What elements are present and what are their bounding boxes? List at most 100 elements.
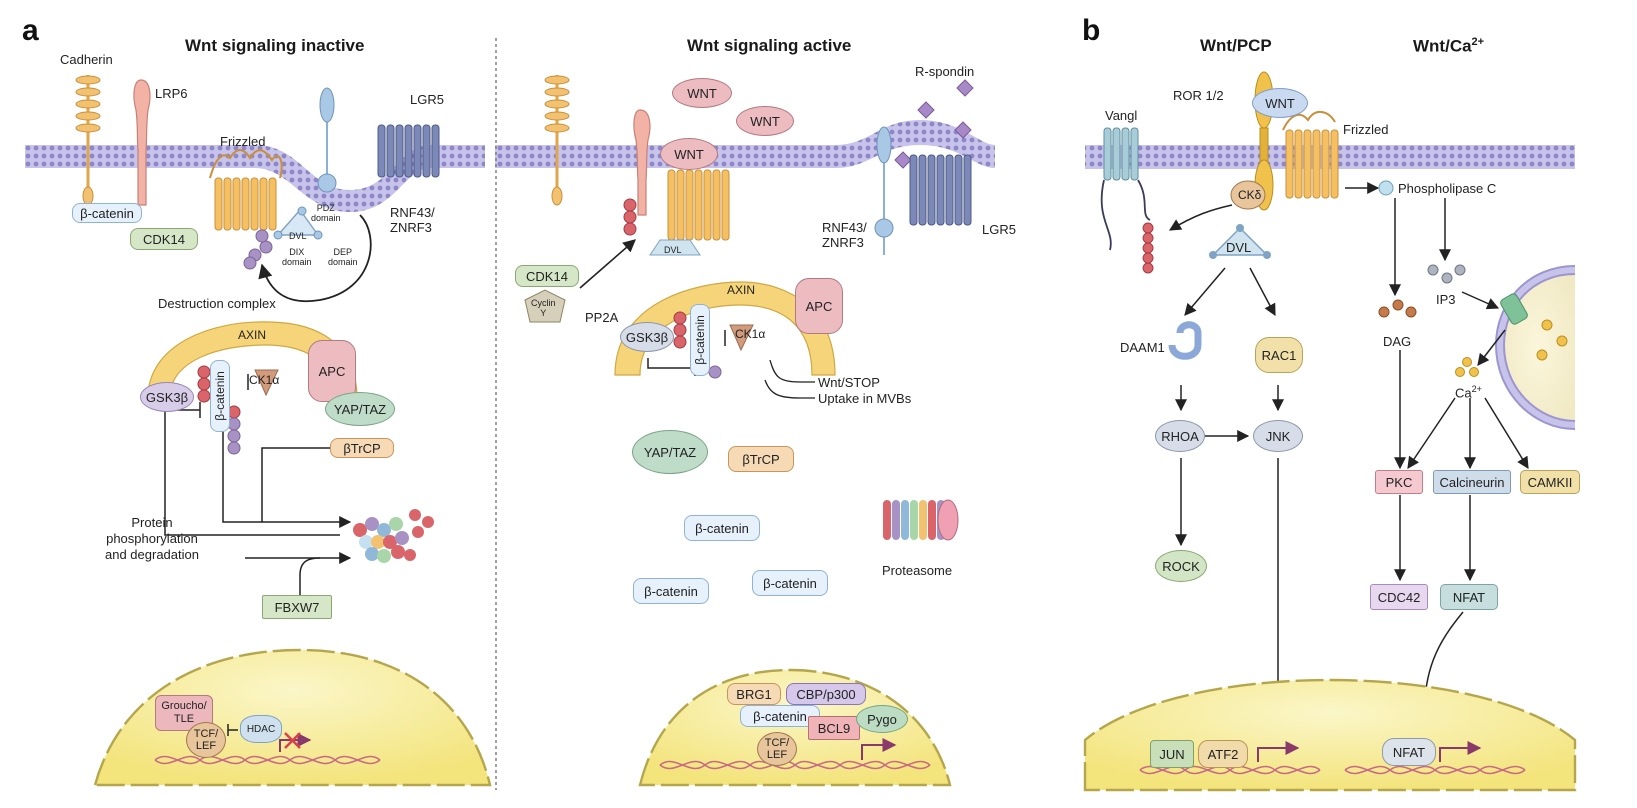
label-beta-catenin-vertical-active: β-catenin: [693, 315, 707, 365]
box-beta-catenin-vertical-active: β-catenin: [690, 304, 710, 376]
box-nfat: NFAT: [1440, 584, 1498, 610]
label-calcium-sup: 2+: [1471, 384, 1482, 394]
label-r-spondin: R-spondin: [915, 64, 975, 79]
pcp-arrows: [1175, 182, 1529, 740]
label-tle: TLE: [173, 713, 195, 725]
vangl-receptor: [1103, 127, 1139, 181]
box-yap-taz-active: YAP/TAZ: [632, 430, 708, 474]
box-beta-catenin-1: β-catenin: [684, 515, 760, 541]
box-camkii: CAMKII: [1520, 470, 1580, 494]
label-proteasome: Proteasome: [882, 563, 953, 578]
label-dvl-b: DVL: [1226, 240, 1252, 255]
dvl-complex-inactive: [273, 87, 337, 240]
label-dep-domain: DEP domain: [328, 247, 358, 267]
label-cadherin: Cadherin: [60, 52, 113, 67]
box-nfat-nucleus: NFAT: [1382, 738, 1436, 766]
panel-a-letter: a: [22, 14, 39, 47]
calcium-ions: [1455, 357, 1479, 377]
box-wnt-b: WNT: [1252, 88, 1308, 118]
box-cdk14-active: CDK14: [515, 265, 579, 287]
title-pcp: Wnt/PCP: [1200, 36, 1272, 55]
dvl-triangle-b: [1211, 226, 1269, 256]
label-daam1: DAAM1: [1120, 340, 1165, 355]
label-frizzled-b: Frizzled: [1343, 122, 1389, 137]
label-cyclin-y: Cyclin Y: [531, 298, 556, 318]
box-beta-catenin-3: β-catenin: [752, 570, 828, 596]
proteasome-inactive: [353, 509, 434, 563]
phospho-chain-active: [673, 311, 687, 349]
label-calcium-main: Ca: [1455, 385, 1472, 401]
box-wnt-2: WNT: [736, 106, 794, 136]
ckd-shape: [1230, 180, 1266, 210]
box-jun: JUN: [1150, 740, 1194, 768]
label-tcf-inactive: TCF/: [193, 728, 219, 740]
box-btrcp-inactive: βTrCP: [330, 438, 394, 458]
box-gsk3b-inactive: GSK3β: [140, 382, 194, 412]
cyclin-y-shape: [524, 289, 566, 323]
label-protein-phosphorylation: Protein phosphorylation and degradation: [105, 515, 199, 562]
dna-b: [1139, 765, 1526, 775]
label-calcium: Ca2+: [1455, 382, 1482, 400]
box-fbxw7: FBXW7: [262, 595, 332, 619]
label-beta-catenin-vertical-inactive: β-catenin: [213, 371, 227, 421]
label-znrf3: ZNRF3: [390, 220, 432, 235]
title-ca-main: Wnt/Ca: [1413, 36, 1472, 56]
box-jnk: JNK: [1253, 420, 1303, 452]
box-calcineurin: Calcineurin: [1433, 470, 1511, 494]
box-rhoa: RHOA: [1155, 420, 1205, 452]
label-dvl-inactive: DVL: [289, 231, 307, 241]
label-lrp6: LRP6: [155, 86, 188, 101]
destruction-arrow: [258, 214, 372, 303]
panel-b-letter: b: [1082, 14, 1101, 47]
label-phospholipase-c: Phospholipase C: [1398, 181, 1497, 196]
phospho-chain-inactive: [197, 365, 241, 419]
label-dag: DAG: [1383, 334, 1412, 349]
label-destruction-complex: Destruction complex: [158, 296, 276, 311]
ubiquitin-chain-inactive-2: [227, 417, 241, 455]
label-lgr5: LGR5: [410, 92, 444, 107]
box-cdk14-inactive: CDK14: [130, 228, 198, 250]
label-rnf43-active: RNF43/: [822, 220, 867, 235]
label-ck1a-inactive: CK1α: [249, 373, 280, 387]
box-brg1: BRG1: [727, 683, 781, 705]
nucleus-active: [638, 668, 952, 787]
box-tcf-lef-inactive: TCF/LEF: [186, 722, 226, 758]
box-wnt-3: WNT: [660, 138, 718, 170]
box-pygo: Pygo: [856, 705, 908, 733]
frizzled-receptor-inactive: [209, 149, 283, 231]
plc-dot: [1378, 180, 1394, 196]
lgr5-receptor-active: [909, 154, 972, 226]
membrane-active: [495, 120, 995, 168]
label-rnf43: RNF43/: [390, 205, 435, 220]
membrane-b: [1085, 145, 1575, 169]
label-groucho: Groucho/: [161, 700, 207, 712]
label-dix-domain: DIX domain: [282, 247, 312, 267]
gsk-line: [164, 402, 340, 536]
ck1a-shape-active: [729, 324, 754, 352]
er-calcium-store: [1494, 265, 1576, 430]
label-ror: ROR 1/2: [1173, 88, 1224, 103]
label-znrf3-active: ZNRF3: [822, 235, 864, 250]
dvl-active-shape: [649, 239, 701, 256]
box-yap-taz-inactive: YAP/TAZ: [325, 392, 395, 426]
box-apc-inactive: APC: [308, 340, 356, 402]
box-wnt-1: WNT: [672, 78, 732, 108]
box-pkc: PKC: [1375, 470, 1423, 494]
ubiquitin-active: [708, 365, 722, 379]
dna-inactive: [154, 755, 381, 765]
lgr5-receptor-inactive: [377, 124, 440, 178]
label-pp2a: PP2A: [585, 310, 619, 325]
label-frizzled: Frizzled: [220, 134, 266, 149]
box-cdc42: CDC42: [1370, 584, 1428, 610]
box-cbp-p300: CBP/p300: [786, 683, 866, 705]
dag-molecules: [1378, 299, 1417, 318]
r-spondin-diamonds: [894, 79, 974, 169]
box-gsk3b-active: GSK3β: [620, 322, 674, 352]
ip3-molecules: [1427, 264, 1466, 284]
label-wnt-stop: Wnt/STOP: [818, 375, 880, 390]
title-active: Wnt signaling active: [687, 36, 852, 55]
nucleus-b: [1083, 678, 1577, 792]
label-dvl-active: DVL: [664, 245, 682, 255]
